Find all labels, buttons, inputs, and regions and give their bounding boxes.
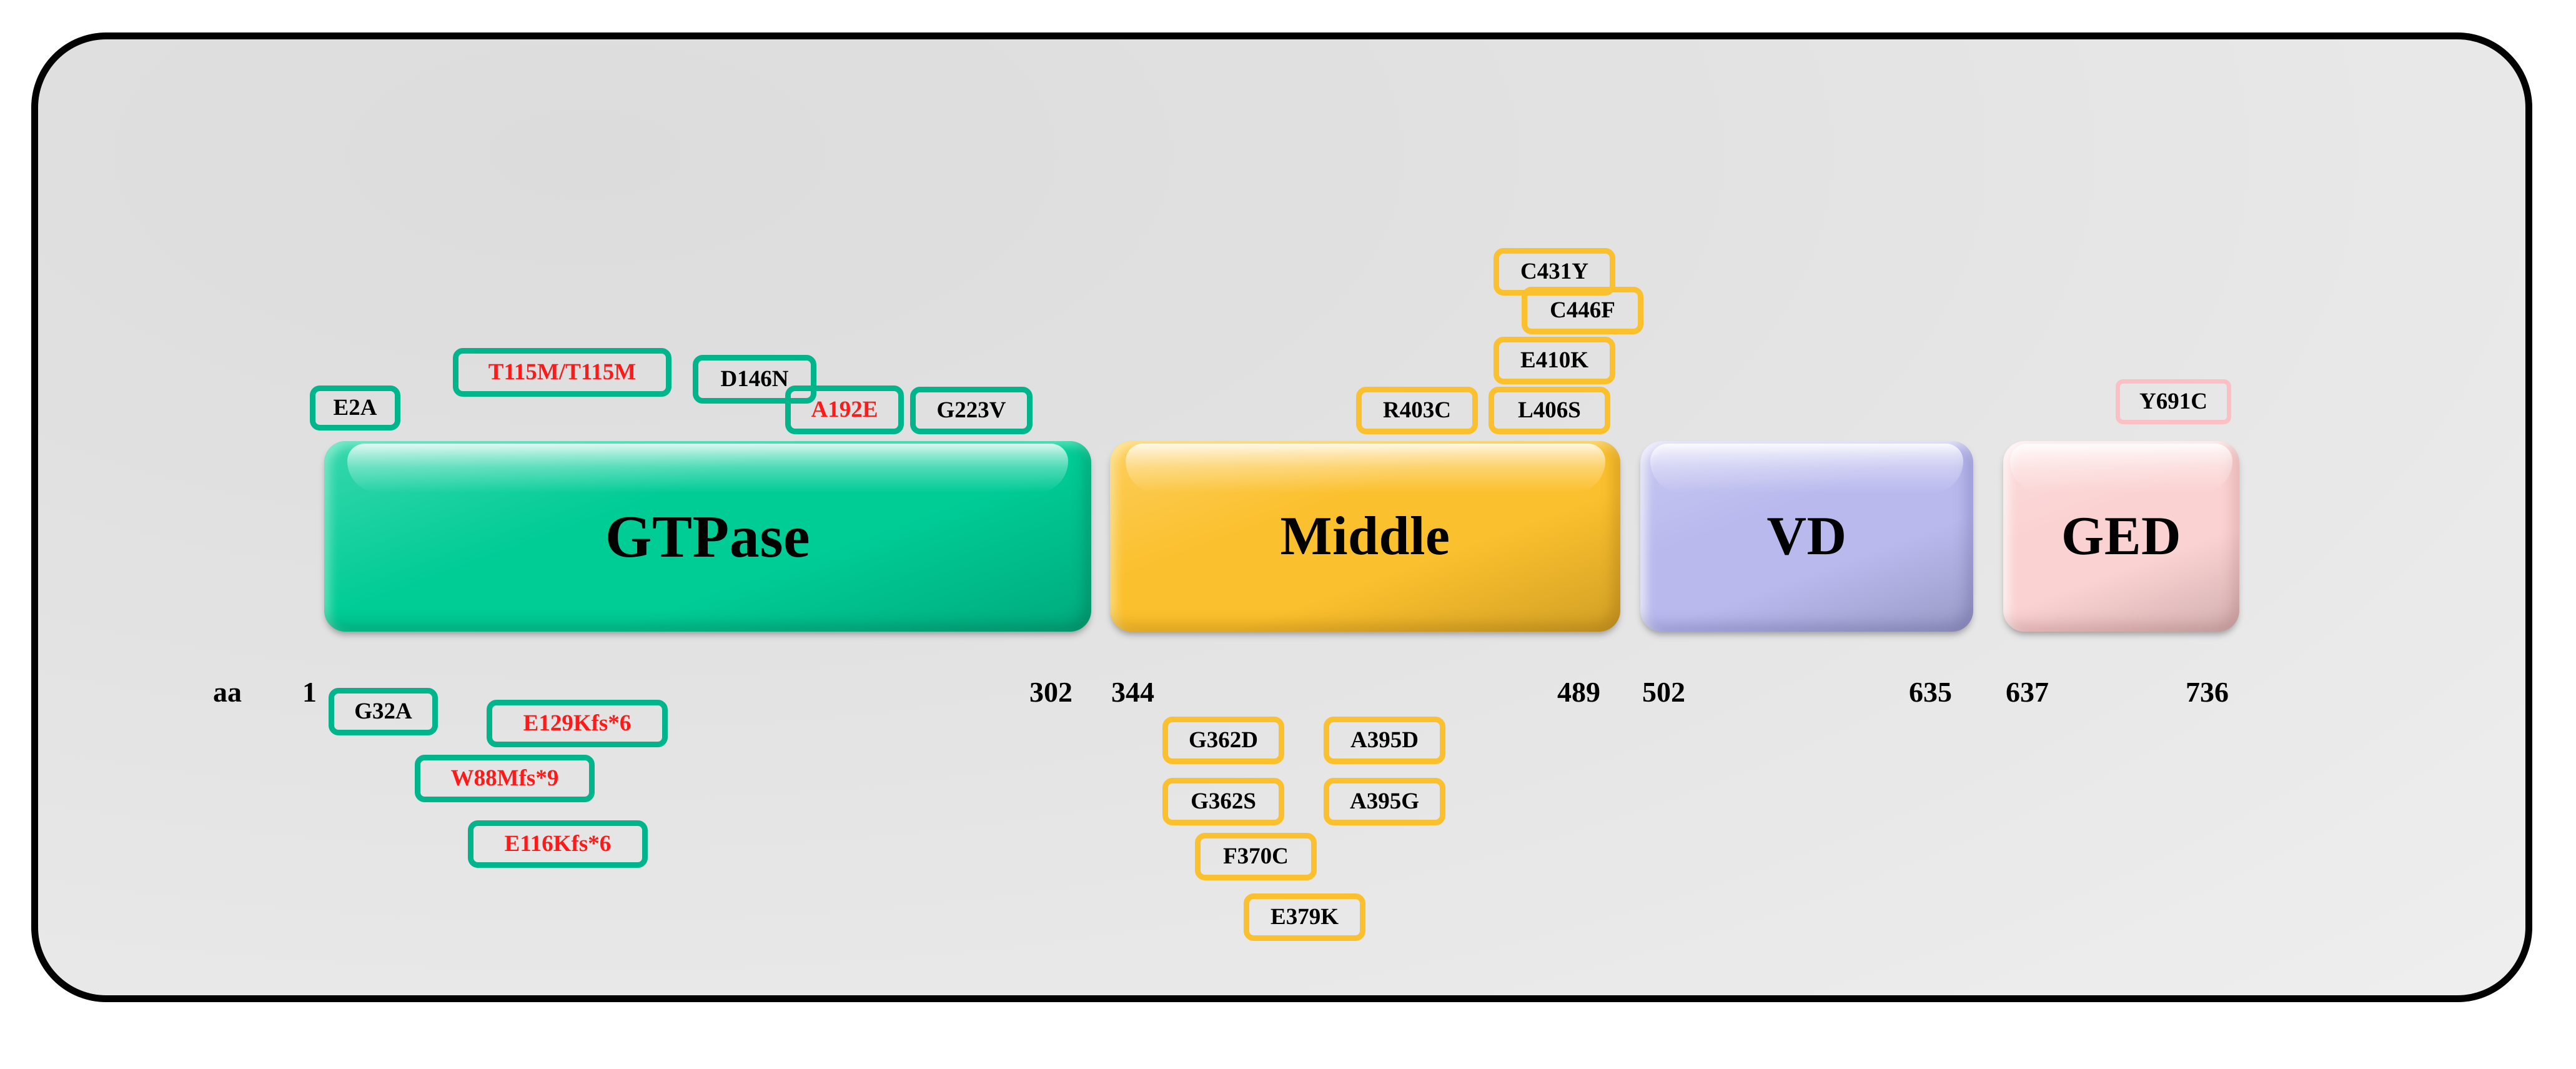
position-end-gtpase: 302	[1029, 676, 1073, 708]
variant-label: R403C	[1383, 397, 1451, 423]
variant-label: E116Kfs*6	[504, 830, 612, 857]
position-start-vd: 502	[1642, 676, 1685, 708]
figure-panel: GTPase Middle VD GED aa 1 302 344 489 50…	[31, 32, 2532, 1002]
variant-label: E410K	[1520, 347, 1588, 373]
variant-label: L406S	[1518, 397, 1581, 423]
position-start-gtpase: 1	[302, 676, 317, 708]
variant-chip-g362s[interactable]: G362S	[1162, 778, 1284, 825]
variant-chip-c431y[interactable]: C431Y	[1494, 248, 1615, 296]
domain-vd-label: VD	[1766, 505, 1847, 567]
variant-chip-e116kfs[interactable]: E116Kfs*6	[468, 820, 648, 868]
variant-chip-c446f[interactable]: C446F	[1522, 287, 1643, 334]
variant-label: E2A	[333, 394, 377, 420]
variant-chip-y691c[interactable]: Y691C	[2116, 379, 2231, 424]
variant-label: G32A	[354, 698, 412, 724]
domain-vd[interactable]: VD	[1640, 441, 1973, 632]
aa-axis-label: aa	[213, 676, 242, 708]
variant-label: G362D	[1189, 727, 1258, 753]
domain-gtpase-label: GTPase	[605, 502, 811, 570]
variant-label: D146N	[720, 365, 789, 392]
variant-chip-e410k[interactable]: E410K	[1494, 337, 1615, 384]
domain-gtpase[interactable]: GTPase	[324, 441, 1091, 632]
variant-label: Y691C	[2139, 388, 2207, 414]
variant-chip-w88mfs[interactable]: W88Mfs*9	[415, 755, 595, 802]
variant-chip-e379k[interactable]: E379K	[1244, 893, 1365, 941]
variant-chip-e129kfs[interactable]: E129Kfs*6	[487, 700, 668, 747]
variant-chip-g223v[interactable]: G223V	[910, 387, 1033, 434]
variant-chip-a395d[interactable]: A395D	[1324, 717, 1445, 764]
position-end-vd: 635	[1909, 676, 1952, 708]
variant-chip-f370c[interactable]: F370C	[1195, 833, 1317, 880]
variant-chip-e2a[interactable]: E2A	[310, 385, 400, 430]
variant-label: W88Mfs*9	[450, 765, 559, 791]
variant-chip-g32a[interactable]: G32A	[329, 688, 438, 735]
domain-ged-label: GED	[2061, 505, 2182, 567]
position-start-ged: 637	[2006, 676, 2049, 708]
variant-chip-a395g[interactable]: A395G	[1324, 778, 1445, 825]
variant-label: A192E	[811, 396, 878, 422]
variant-chip-a192e[interactable]: A192E	[785, 385, 904, 434]
variant-label: F370C	[1223, 843, 1289, 869]
domain-ged[interactable]: GED	[2003, 441, 2239, 632]
variant-chip-t115m[interactable]: T115M/T115M	[453, 348, 671, 397]
variant-label: C431Y	[1520, 258, 1588, 284]
domain-middle[interactable]: Middle	[1110, 441, 1620, 632]
position-end-middle: 489	[1557, 676, 1600, 708]
variant-label: C446F	[1550, 297, 1615, 323]
variant-label: A395G	[1350, 788, 1419, 814]
variant-label: T115M/T115M	[488, 359, 637, 385]
position-end-ged: 736	[2186, 676, 2229, 708]
variant-label: E379K	[1271, 903, 1339, 930]
variant-label: A395D	[1350, 727, 1419, 753]
variant-chip-r403c[interactable]: R403C	[1356, 387, 1478, 434]
variant-label: E129Kfs*6	[523, 710, 632, 736]
variant-label: G362S	[1191, 788, 1256, 814]
position-start-middle: 344	[1111, 676, 1154, 708]
variant-chip-g362d[interactable]: G362D	[1162, 717, 1284, 764]
domain-middle-label: Middle	[1280, 505, 1450, 567]
variant-chip-l406s[interactable]: L406S	[1489, 387, 1610, 434]
variant-label: G223V	[936, 397, 1006, 423]
variant-chip-d146n[interactable]: D146N	[693, 355, 816, 404]
